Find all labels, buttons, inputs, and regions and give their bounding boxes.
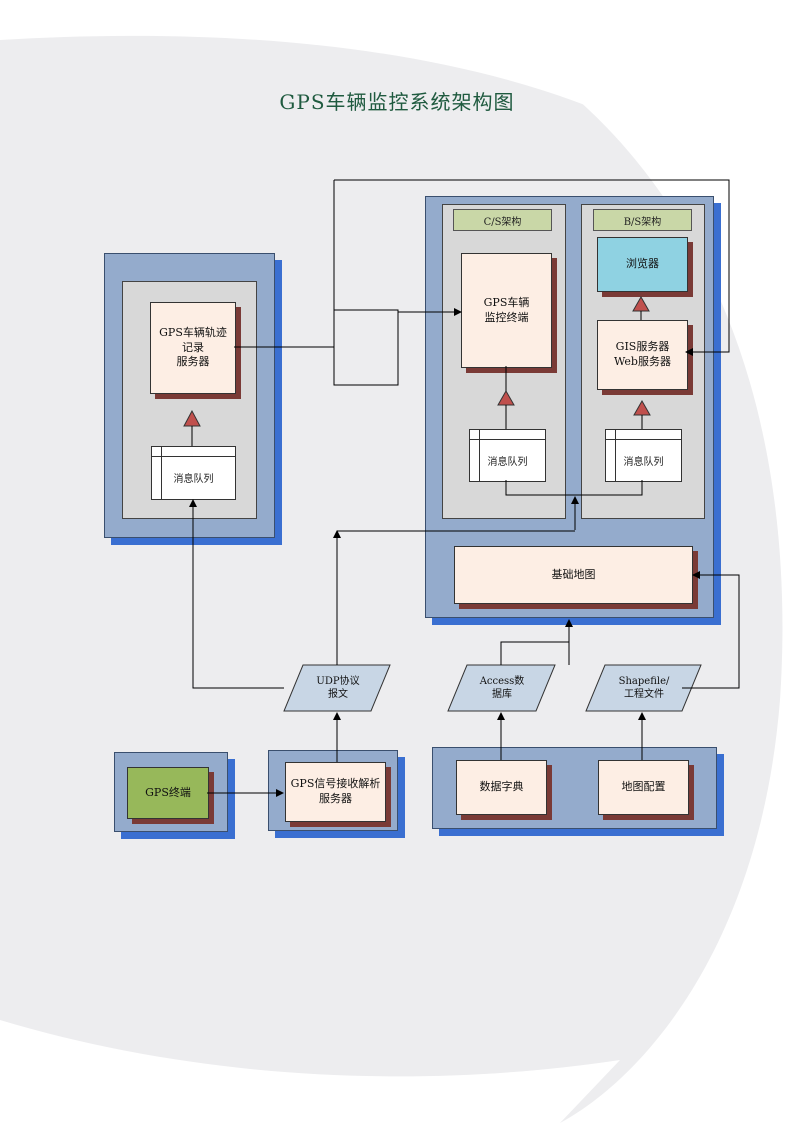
- shapefile-project-label: Shapefile/ 工程文件: [618, 675, 670, 701]
- browser-box[interactable]: 浏览器: [597, 237, 688, 292]
- queue-bs-header: [606, 430, 681, 440]
- queue-cs-label: 消息队列: [487, 456, 528, 468]
- track-record-server-box[interactable]: GPS车辆轨迹 记录 服务器: [150, 302, 236, 394]
- data-dictionary-box[interactable]: 数据字典: [456, 760, 547, 815]
- queue-bs-divider: [615, 430, 616, 481]
- queue-left-header: [152, 447, 235, 457]
- bs-architecture-tag: B/S架构: [593, 209, 692, 231]
- map-config-box[interactable]: 地图配置: [598, 760, 689, 815]
- page-title: GPS车辆监控系统架构图: [279, 90, 515, 114]
- queue-left[interactable]: 消息队列: [151, 446, 236, 500]
- queue-bs-label: 消息队列: [623, 456, 664, 468]
- signal-parse-server-box[interactable]: GPS信号接收解析 服务器: [285, 762, 386, 822]
- queue-left-label: 消息队列: [173, 474, 214, 485]
- udp-message-label: UDP协议 报文: [316, 675, 360, 701]
- queue-left-divider: [161, 447, 162, 499]
- base-map-box[interactable]: 基础地图: [454, 546, 693, 604]
- queue-cs[interactable]: 消息队列: [469, 429, 546, 482]
- access-database-label: Access数 据库: [479, 675, 525, 701]
- queue-cs-divider: [479, 430, 480, 481]
- gis-web-server-box[interactable]: GIS服务器 Web服务器: [597, 320, 688, 390]
- cs-architecture-tag: C/S架构: [453, 209, 552, 231]
- gps-terminal-box[interactable]: GPS终端: [127, 767, 209, 819]
- monitor-terminal-box[interactable]: GPS车辆 监控终端: [461, 253, 552, 368]
- queue-bs[interactable]: 消息队列: [605, 429, 682, 482]
- queue-cs-header: [470, 430, 545, 440]
